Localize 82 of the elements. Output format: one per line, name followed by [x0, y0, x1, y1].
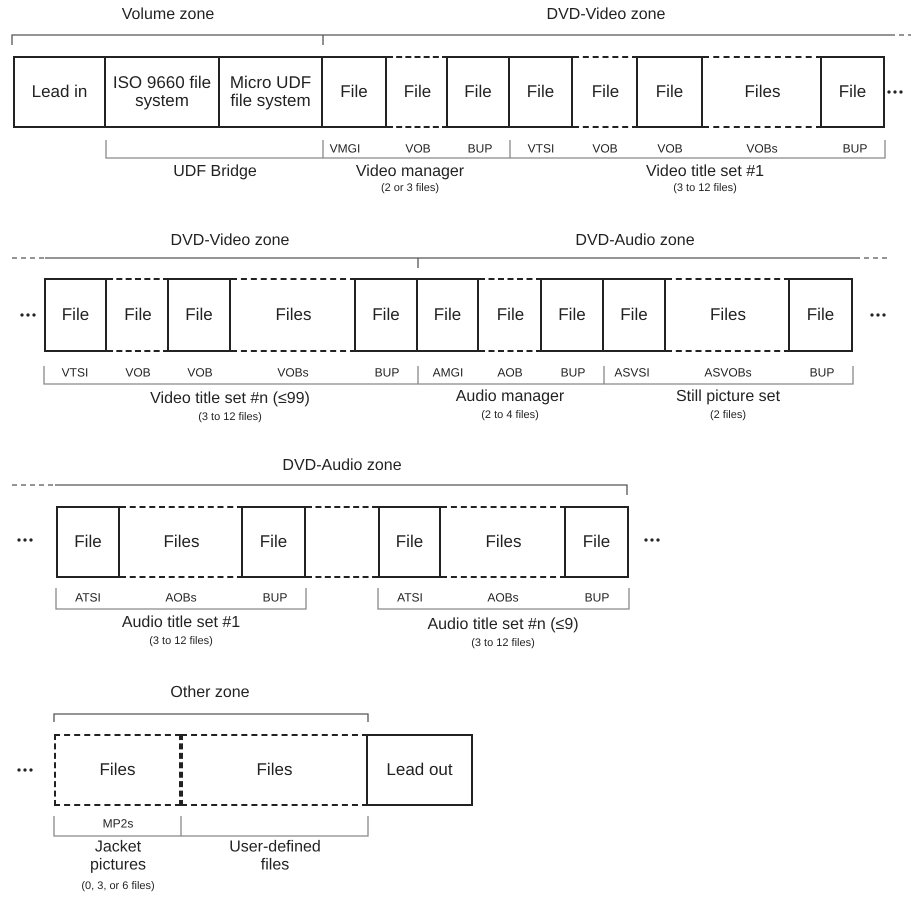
- file-block: File: [564, 506, 629, 578]
- file-block: Files: [120, 506, 243, 578]
- file-type-label: VOB: [592, 142, 618, 156]
- file-type-label: MP2s: [102, 817, 134, 831]
- file-type-label: VMGI: [330, 142, 360, 156]
- file-type-label: BUP: [374, 366, 400, 380]
- file-block: File: [540, 278, 604, 352]
- file-block: File: [378, 506, 441, 578]
- file-type-label: VOBs: [277, 366, 309, 380]
- file-block: File: [167, 278, 231, 352]
- file-type-label: VOBs: [746, 142, 778, 156]
- group-label: Still picture set: [676, 388, 780, 406]
- file-type-label: VOB: [187, 366, 213, 380]
- file-type-label: BUP: [584, 591, 610, 605]
- file-type-label: AOBs: [165, 591, 197, 605]
- file-block: File: [241, 506, 306, 578]
- file-block: File: [788, 278, 853, 352]
- file-type-label: ATSI: [75, 591, 101, 605]
- group-label: Audio title set #1: [122, 614, 240, 632]
- file-type-label: AOB: [497, 366, 523, 380]
- file-type-label: VOB: [405, 142, 431, 156]
- file-block: Lead in: [13, 56, 106, 128]
- file-type-label: VTSI: [62, 366, 88, 380]
- group-label: Audio title set #n (≤9): [427, 616, 579, 634]
- file-count-note: (3 to 12 files): [471, 636, 535, 650]
- group-label: Video title set #n (≤99): [150, 390, 310, 408]
- file-block: Files: [666, 278, 790, 352]
- group-label: Audio manager: [456, 388, 564, 406]
- file-block: Lead out: [366, 734, 473, 806]
- file-type-label: VOB: [125, 366, 151, 380]
- file-count-note: (0, 3, or 6 files): [81, 880, 155, 892]
- file-type-label: AOBs: [487, 591, 519, 605]
- file-block: File: [56, 506, 120, 578]
- file-block: File: [602, 278, 666, 352]
- group-label: Video title set #1: [646, 163, 764, 181]
- file-count-note: (3 to 12 files): [673, 182, 737, 194]
- file-block: File: [321, 56, 387, 128]
- file-count-note: (2 files): [710, 408, 746, 422]
- file-block: File: [354, 278, 418, 352]
- file-type-label: VOB: [657, 142, 683, 156]
- file-type-label: ASVOBs: [704, 366, 752, 380]
- file-count-note: (2 to 4 files): [481, 408, 539, 422]
- file-block: File: [479, 278, 542, 352]
- group-label: Video manager: [356, 163, 464, 181]
- file-type-label: ATSI: [397, 591, 423, 605]
- file-block: Files: [703, 56, 822, 128]
- file-type-label: BUP: [560, 366, 586, 380]
- zone-title: DVD-Video zone: [546, 6, 666, 24]
- file-type-label: BUP: [468, 142, 492, 156]
- group-label: Jacket pictures: [88, 838, 148, 874]
- file-type-label: AMGI: [432, 366, 464, 380]
- file-type-label: VTSI: [528, 142, 554, 156]
- file-block: ISO 9660 file system: [104, 56, 220, 128]
- file-block: File: [44, 278, 107, 352]
- file-block: File: [508, 56, 573, 128]
- zone-title: DVD-Audio zone: [282, 457, 402, 475]
- file-count-note: (3 to 12 files): [149, 634, 213, 648]
- file-block: File: [573, 56, 638, 128]
- zone-title: DVD-Audio zone: [575, 232, 695, 250]
- file-block: File: [820, 56, 885, 128]
- file-block: File: [446, 56, 510, 128]
- file-type-label: BUP: [810, 366, 834, 380]
- file-block: Files: [231, 278, 356, 352]
- file-block: Files: [181, 734, 368, 806]
- file-type-label: BUP: [842, 142, 868, 156]
- group-label: User-defined files: [228, 838, 322, 874]
- zone-title: DVD-Video zone: [170, 232, 290, 250]
- file-count-note: (2 or 3 files): [380, 182, 440, 194]
- file-block: Files: [441, 506, 566, 578]
- file-type-label: ASVSI: [614, 366, 650, 380]
- zone-title: Other zone: [170, 684, 250, 702]
- empty-block: [306, 506, 378, 578]
- file-type-label: BUP: [262, 591, 288, 605]
- file-block: File: [636, 56, 703, 128]
- file-block: Files: [54, 734, 181, 806]
- file-block: File: [416, 278, 479, 352]
- file-block: File: [387, 56, 448, 128]
- file-count-note: (3 to 12 files): [198, 410, 262, 424]
- file-block: Micro UDF file system: [218, 56, 323, 128]
- file-block: File: [107, 278, 169, 352]
- zone-title: Volume zone: [122, 6, 214, 24]
- group-label: UDF Bridge: [173, 163, 257, 181]
